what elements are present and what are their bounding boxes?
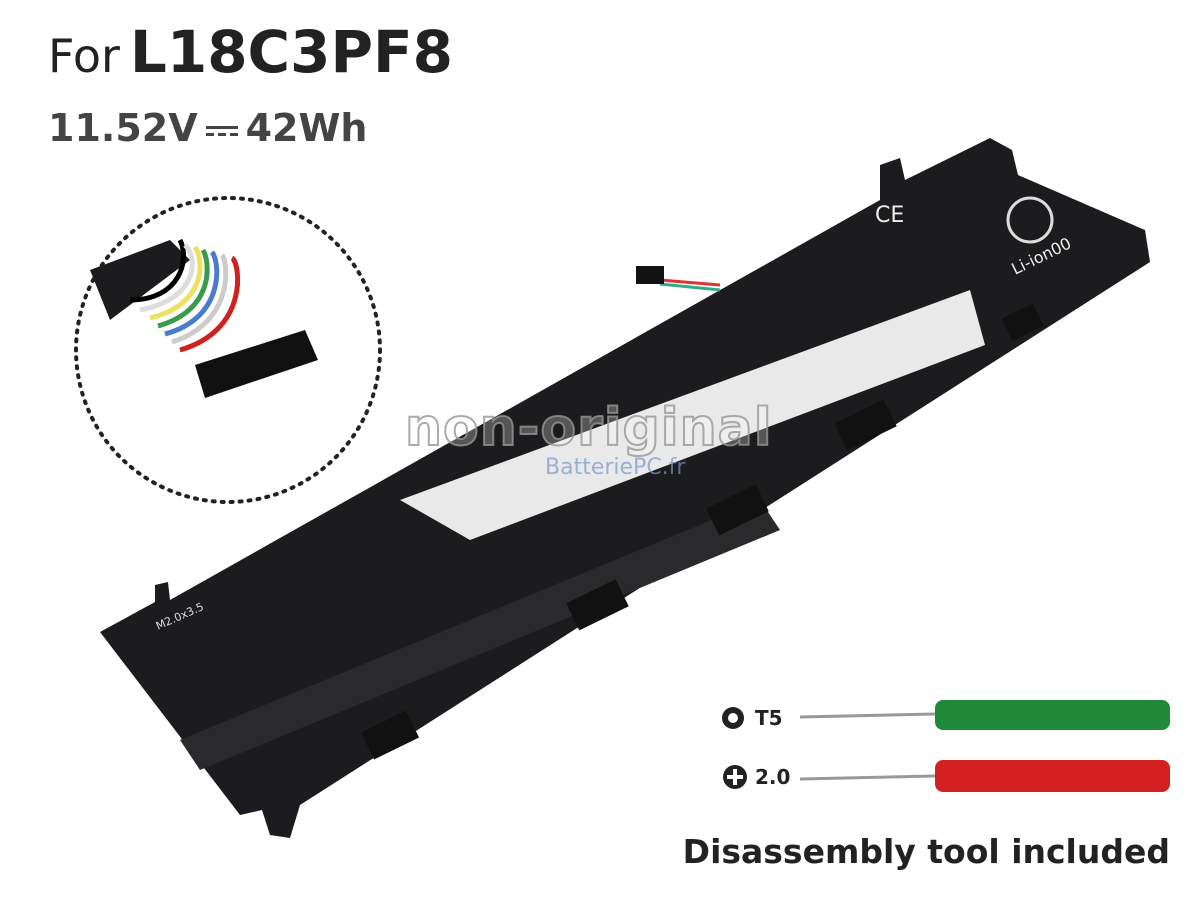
title-prefix: For (48, 29, 120, 83)
phillips-icon (723, 765, 747, 789)
connector-zoom-circle (74, 196, 382, 504)
connector-zoom-detail (90, 238, 318, 398)
tool-label-phillips: 2.0 (755, 765, 791, 789)
voltage: 11.52V (48, 106, 198, 150)
torx-icon (722, 707, 744, 729)
battery-spec: 11.52V 42Wh (48, 106, 367, 150)
battery-warning-stripe (180, 500, 780, 770)
dc-symbol-icon (205, 125, 238, 136)
tool-label-t5: T5 (755, 706, 783, 730)
torx-screwdriver (799, 700, 1170, 730)
footer-caption: Disassembly tool included (682, 832, 1170, 871)
watermark-site: BatteriePC.fr (545, 455, 686, 480)
battery-clips (360, 303, 1044, 760)
battery-label-stripe (400, 290, 985, 540)
ce-mark: CE (875, 203, 904, 228)
battery-connector (636, 266, 664, 284)
recycle-icon (1006, 196, 1054, 244)
battery-body (100, 138, 1150, 838)
model-number: L18C3PF8 (129, 18, 453, 86)
watermark: non-original (404, 397, 773, 459)
capacity: 42Wh (245, 106, 368, 150)
phillips-screwdriver (799, 760, 1170, 792)
